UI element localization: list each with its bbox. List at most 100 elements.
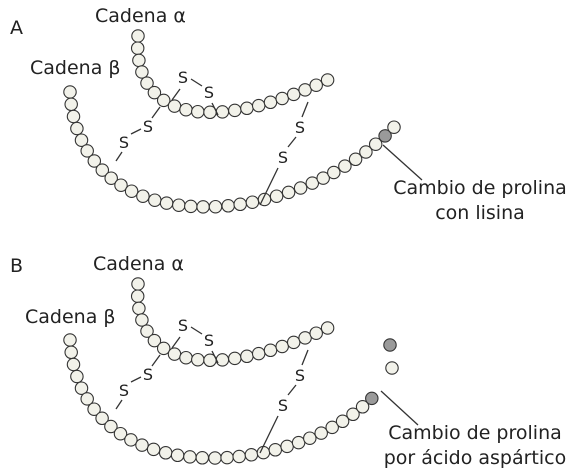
beta-chain-residue (359, 145, 373, 159)
beta-chain-residue (80, 392, 94, 406)
beta-chain-residue (305, 176, 320, 190)
alpha-chain-residue (228, 351, 242, 366)
alpha-chain-residue (130, 289, 145, 303)
alpha-chain-residue (131, 29, 145, 43)
beta-chain-residue (221, 199, 235, 213)
alpha-chain-label-b: Cadena α (93, 253, 184, 275)
beta-chain-residue (316, 171, 330, 185)
sulfur-label: S (178, 68, 188, 87)
beta-chain-mutant-residue (378, 129, 392, 143)
alpha-chain-residue (156, 341, 171, 356)
alpha-chain-residue (286, 335, 301, 350)
beta-chain-residue (80, 144, 94, 158)
alpha-chain-residue (240, 349, 254, 364)
alpha-chain-residue (309, 326, 323, 340)
bond-line (287, 384, 297, 396)
mutation-note-a-line2: con lisina (435, 202, 525, 224)
beta-chain-residue (148, 193, 162, 207)
bond-line (151, 106, 161, 119)
alpha-chain-residue (156, 93, 171, 108)
beta-chain-residue (87, 154, 102, 168)
beta-chain-residue (368, 137, 383, 151)
alpha-chain-residue (215, 353, 230, 367)
bond-line (211, 102, 219, 116)
beta-chain-residue (355, 400, 370, 414)
beta-chain-residue (327, 165, 341, 180)
beta-chain-residue (348, 152, 363, 167)
beta-chain-residue (95, 411, 109, 426)
bond-line (115, 399, 123, 410)
detached-residue-gray (383, 338, 397, 352)
beta-chain-residue (64, 97, 78, 112)
beta-chain-residue (387, 120, 401, 134)
beta-chain-residue (74, 133, 89, 147)
beta-chain-residue (66, 109, 81, 124)
alpha-chain-a (130, 29, 335, 120)
alpha-chain-residue (320, 321, 335, 335)
beta-chain-residue (158, 446, 173, 460)
alpha-chain-residue (140, 324, 154, 338)
panel-label-a: A (10, 17, 23, 39)
beta-chain-residue (124, 184, 139, 198)
alpha-chain-residue (147, 85, 162, 100)
bond-line (171, 336, 181, 349)
sulfur-label: S (178, 316, 188, 335)
beta-chain-residue (70, 369, 84, 384)
alpha-chain-residue (140, 76, 154, 90)
alpha-chain-residue (167, 347, 182, 361)
bond-line (211, 350, 219, 364)
beta-chain-residue (196, 200, 210, 214)
bond-line (151, 354, 161, 367)
mutation-pointer-a (382, 144, 423, 181)
mutation-pointer-b (380, 390, 419, 426)
alpha-chain-residue (251, 98, 266, 113)
beta-chain-residue (220, 450, 234, 465)
bond-line (287, 136, 297, 148)
beta-chain-residue (338, 159, 352, 173)
alpha-chain-label-a: Cadena α (95, 5, 186, 27)
beta-chain-residue (335, 414, 350, 429)
alpha-chain-residue (191, 104, 205, 119)
beta-chain-residue (113, 426, 128, 441)
bond-line (190, 78, 203, 87)
beta-chain-residue (269, 189, 284, 203)
sulfur-label: S (278, 396, 288, 415)
beta-chain-residue (159, 196, 174, 210)
sulfur-label: S (119, 381, 129, 400)
beta-chain-residue (256, 445, 271, 460)
alpha-chain-residue (179, 350, 193, 365)
beta-chain-residue (291, 435, 306, 450)
beta-chain-residue (95, 163, 110, 177)
beta-chain-residue (136, 189, 150, 203)
beta-chain-residue (314, 426, 328, 440)
alpha-chain-residue (263, 95, 278, 110)
bond-line (171, 88, 181, 101)
beta-chain-a (63, 85, 401, 214)
alpha-chain-residue (298, 83, 312, 97)
alpha-chain-residue (275, 339, 289, 354)
beta-chain-mutant-residue (365, 391, 379, 406)
beta-chain-label-a: Cadena β (30, 57, 121, 79)
detached-residue (385, 361, 399, 375)
sulfur-label: S (295, 118, 305, 137)
beta-chain-residue (64, 345, 78, 360)
sulfur-label: S (204, 331, 214, 350)
alpha-chain-residue (147, 333, 162, 348)
beta-chain-residue (184, 199, 198, 214)
alpha-chain-residue (135, 313, 149, 327)
beta-chain-residue (233, 197, 247, 212)
alpha-chain-residue (309, 78, 323, 92)
beta-chain-residue (63, 85, 77, 99)
beta-chain-label-b: Cadena β (25, 306, 116, 328)
beta-chain-residue (303, 431, 317, 445)
beta-chain-residue (268, 443, 283, 457)
beta-chain-residue (104, 171, 118, 185)
alpha-chain-residue (251, 346, 266, 361)
alpha-chain-b (130, 277, 335, 368)
sulfur-label: S (278, 148, 288, 167)
alpha-chain-residue (132, 53, 146, 68)
